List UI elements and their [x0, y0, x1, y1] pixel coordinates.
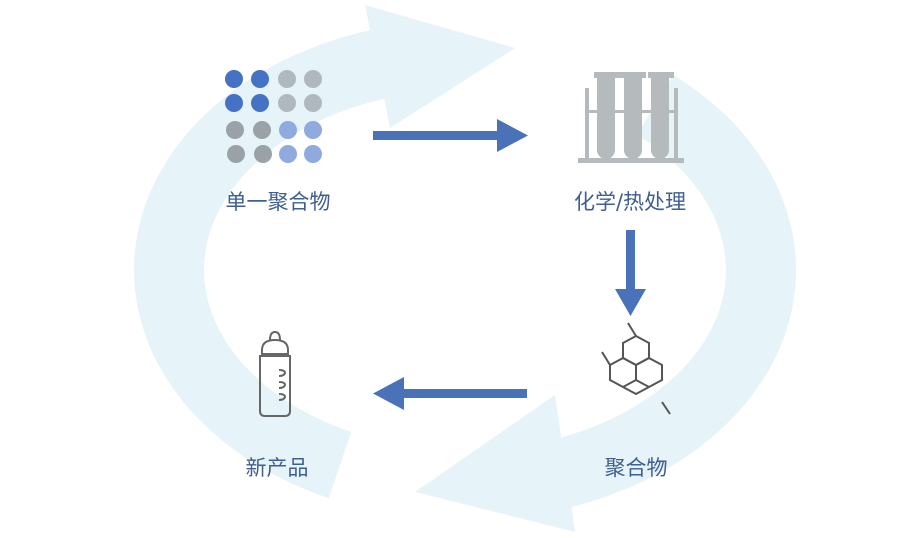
bottle-icon: [259, 330, 291, 417]
label-monomer: 单一聚合物: [225, 190, 331, 214]
arrow-left: [373, 377, 527, 410]
test-tubes-icon: [578, 72, 684, 163]
cycle-arrowhead-top: [365, 5, 515, 128]
cycle-arrowhead-bottom: [415, 395, 575, 532]
label-treatment: 化学/热处理: [573, 190, 687, 214]
dots-grid-icon: [225, 70, 322, 163]
label-polymer: 聚合物: [604, 456, 668, 480]
label-product: 新产品: [245, 456, 309, 480]
cycle-arc-right: [534, 75, 796, 513]
arrow-down: [615, 230, 646, 316]
cycle-arc-left: [134, 27, 396, 499]
polymer-structure-icon: [601, 322, 671, 415]
arrow-right: [373, 119, 528, 152]
